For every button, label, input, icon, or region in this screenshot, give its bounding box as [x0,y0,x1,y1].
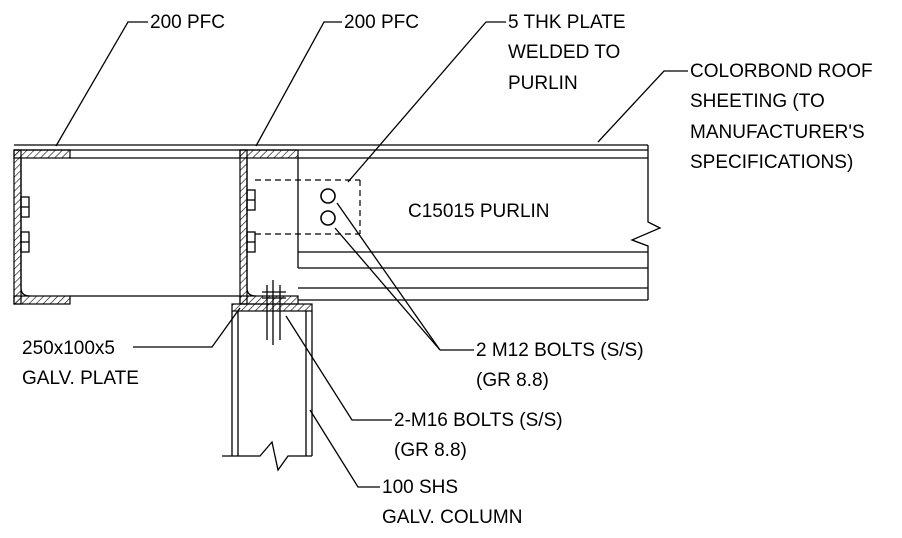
purlin-section [298,145,662,301]
label-pfc-mid: 200 PFC [344,12,419,33]
label-roof-line3: MANUFACTURER'S [690,122,865,143]
label-shs-line1: 100 SHS [382,477,458,498]
pfc-middle-channel [239,149,299,305]
welded-plate [255,179,361,235]
roof-sheeting [14,144,648,151]
label-shs-line2: GALV. COLUMN [382,507,522,528]
label-base-plate-line2: GALV. PLATE [22,368,139,389]
label-m16-line1: 2-M16 BOLTS (S/S) [394,410,563,431]
label-plate-line3: PURLIN [508,73,578,94]
label-m12-line2: (GR 8.8) [476,370,549,391]
label-purlin: C15015 PURLIN [408,201,550,222]
label-base-plate-line1: 250x100x5 [22,338,115,359]
pfc-left-channel [13,149,240,305]
leaders [55,21,688,488]
label-roof-line4: SPECIFICATIONS) [690,152,853,173]
label-roof-line2: SHEETING (TO [690,91,825,112]
label-roof-line1: COLORBOND ROOF [690,61,873,82]
base-plate [231,303,313,312]
shs-column [222,311,313,472]
m16-bolt [262,280,286,345]
label-pfc-left: 200 PFC [150,12,225,33]
label-m12-line1: 2 M12 BOLTS (S/S) [476,340,644,361]
label-plate-line2: WELDED TO [508,42,620,63]
label-plate-line1: 5 THK PLATE [508,12,626,33]
label-m16-line2: (GR 8.8) [394,440,467,461]
